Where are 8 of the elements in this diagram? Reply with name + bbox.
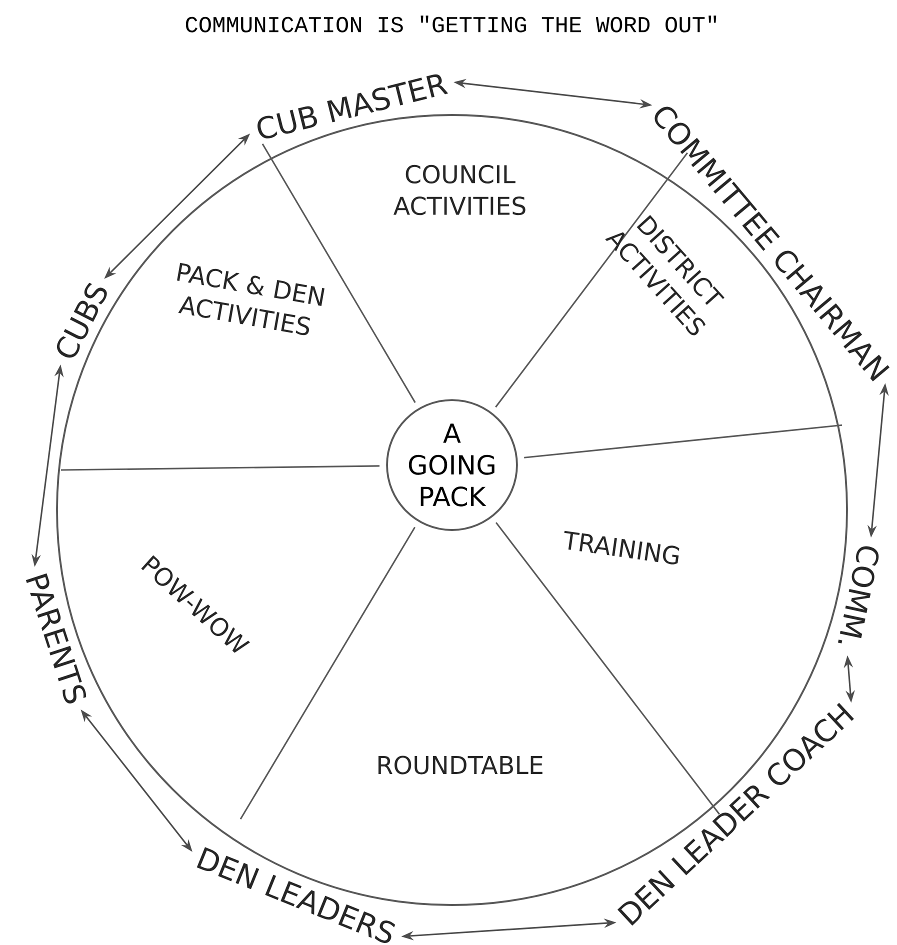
rim-label: CUB MASTER — [258, 74, 448, 138]
sector-label: ROUNDTABLE — [378, 756, 542, 774]
rim-label: COMM. — [838, 546, 879, 644]
sector-label: PACK & DEN ACTIVITIES — [177, 262, 324, 336]
sector-label: TRAINING — [564, 530, 680, 564]
sector-label: COUNCIL ACTIVITIES — [394, 164, 526, 216]
title: COMMUNICATION IS "GETTING THE WORD OUT" — [186, 16, 716, 32]
rim-label: CUBS — [56, 282, 107, 358]
